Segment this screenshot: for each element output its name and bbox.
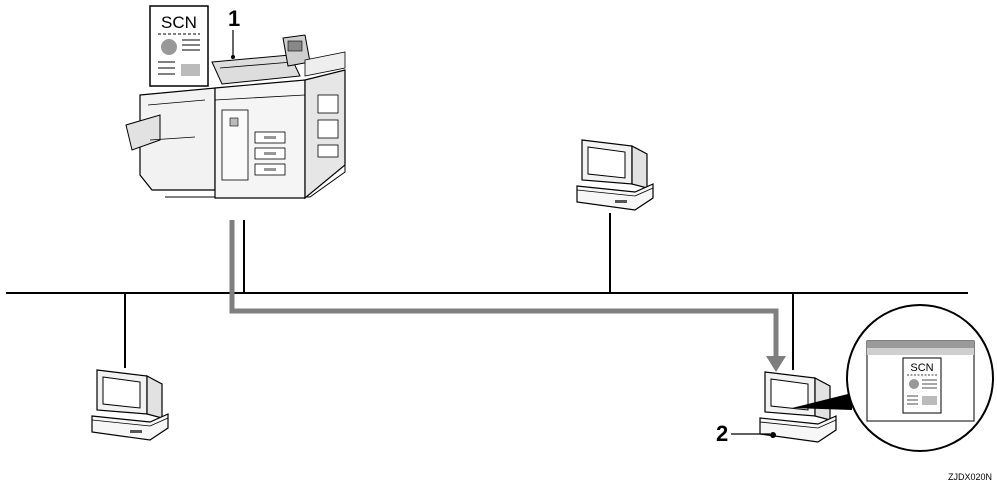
callout-2-label: 2 <box>716 421 728 446</box>
callout-1: 1 <box>228 6 240 59</box>
callout-1-label: 1 <box>228 6 240 31</box>
screen-document-label: SCN <box>910 362 933 374</box>
scanner-machine <box>125 34 346 200</box>
computer-bottom-left <box>91 369 169 441</box>
zoom-beam <box>792 393 852 410</box>
computer-top <box>576 139 654 211</box>
scan-document-icon: SCN <box>149 5 209 87</box>
figure-code: ZJDX020N <box>948 472 992 482</box>
magnified-screen: SCN <box>846 304 994 452</box>
document-label: SCN <box>161 13 197 32</box>
computer-client <box>759 371 837 443</box>
scan-data-flow-arrow <box>229 220 786 372</box>
callout-2: 2 <box>716 421 770 446</box>
